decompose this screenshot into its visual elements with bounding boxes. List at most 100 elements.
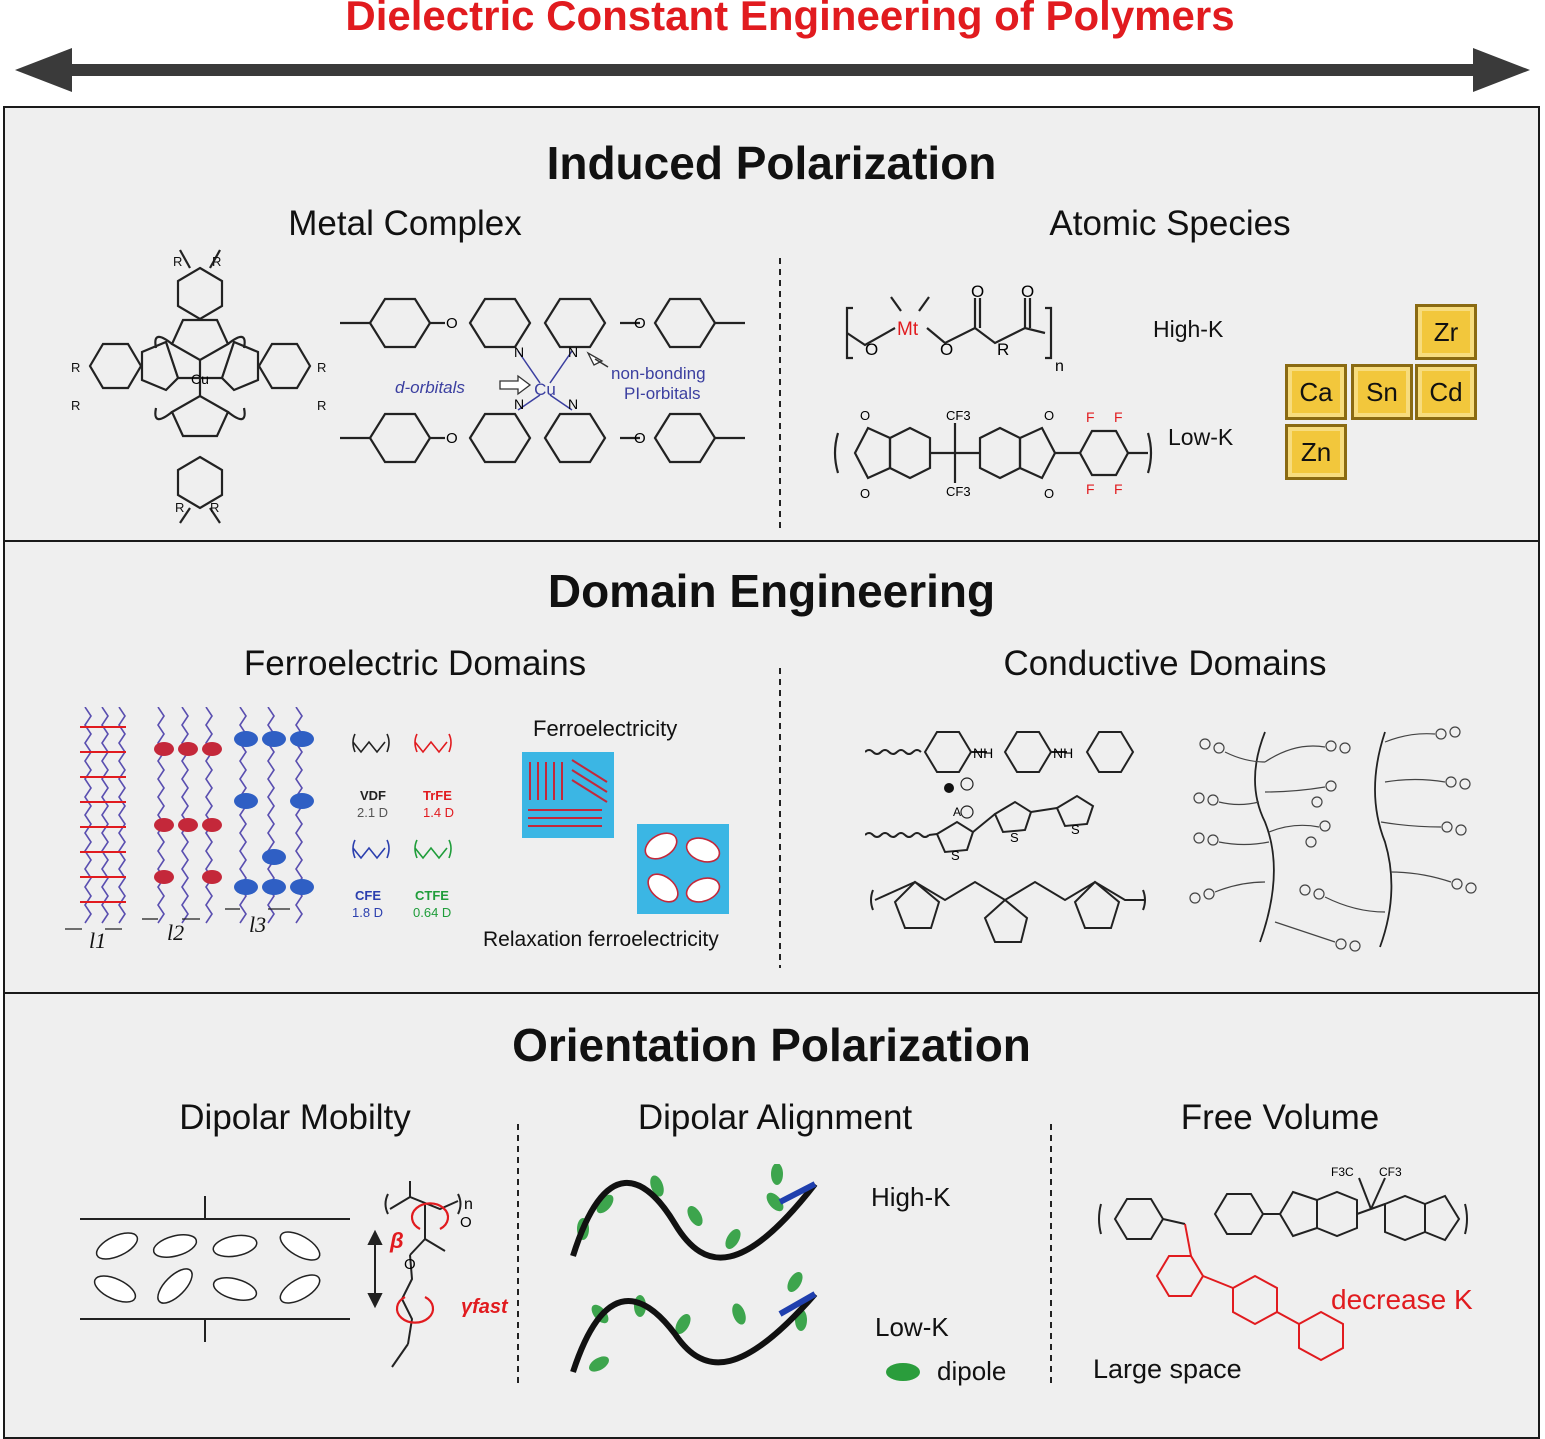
r-label: R (212, 254, 222, 269)
monomer-vdf-name: VDF (360, 788, 386, 803)
high-k-label: High-K (1153, 316, 1224, 342)
nh-label: NH (1053, 745, 1073, 761)
d-orbitals-label: d-orbitals (395, 378, 465, 397)
o-label: O (940, 340, 953, 359)
conductive-polymer-structures: NH NH A S S S (865, 731, 1146, 943)
cu-bipyridine-complex-structure: Cu N N N N O O O O (340, 297, 745, 464)
subtitle-ferroelectric-domains: Ferroelectric Domains (243, 644, 587, 683)
r-label: R (173, 254, 183, 269)
n-label: N (514, 396, 524, 412)
o-label: O (460, 1214, 472, 1231)
relaxor-domain-square (637, 824, 729, 914)
subscript-n: n (1055, 358, 1064, 373)
s-label: S (1010, 830, 1019, 845)
gamma-fast-label: γfast (461, 1296, 508, 1318)
capacitor-dipole-diagram (80, 1196, 383, 1342)
anion-label: A (953, 805, 961, 819)
element-tile-zn: Zn (1285, 424, 1347, 480)
nonbonding-label: non-bonding (611, 364, 706, 383)
monomer-cfe-dipole: 1.8 D (352, 905, 384, 920)
monomer-trfe-name: TrFE (423, 788, 452, 803)
subtitle-conductive-domains: Conductive Domains (1003, 644, 1327, 683)
double-arrow-icon (15, 48, 1530, 92)
f-label: F (1114, 409, 1123, 425)
ferroelectricity-label: Ferroelectricity (533, 716, 678, 741)
high-k-polymer-structure: O Mt O O O R n (845, 283, 1064, 373)
low-k-label: Low-K (1168, 424, 1234, 450)
monomer-cfe-name: CFE (355, 888, 381, 903)
r-label: R (175, 500, 185, 515)
o-label: O (404, 1256, 416, 1273)
s-label: S (951, 848, 960, 863)
divider (779, 258, 781, 528)
o-label: O (860, 486, 870, 501)
n-label: N (568, 396, 578, 412)
beta-label: β (390, 1228, 404, 1253)
r-label: R (997, 340, 1009, 359)
cf3-label: CF3 (946, 408, 971, 423)
monomer-trfe-dipole: 1.4 D (423, 805, 455, 820)
r-label: R (317, 360, 327, 375)
o-label: O (634, 315, 646, 332)
monomer-structures (352, 733, 452, 860)
l2-label: l2 (167, 920, 185, 945)
r-label: R (210, 500, 220, 515)
subtitle-free-volume: Free Volume (1180, 1098, 1380, 1137)
cu-center-label: Cu (534, 380, 556, 399)
n-label: N (514, 344, 524, 360)
subtitle-dipolar-alignment: Dipolar Alignment (637, 1098, 913, 1137)
free-volume-polyimide-structure: F3C CF3 (1098, 1165, 1468, 1362)
l3-label: l3 (249, 912, 267, 937)
brush-polymer-network-diagram (1189, 726, 1477, 952)
ferroelectric-chains-diagram (65, 707, 314, 930)
panel-title-orientation: Orientation Polarization (512, 1019, 1031, 1071)
arrow-right-icon (499, 374, 532, 396)
element-tile-zr: Zr (1415, 304, 1477, 360)
n-label: N (568, 344, 578, 360)
cu-atom-label: Cu (191, 371, 209, 387)
nh-label: NH (973, 745, 993, 761)
subtitle-metal-complex: Metal Complex (288, 204, 522, 243)
element-tile-ca: Ca (1285, 364, 1347, 420)
o-label: O (971, 283, 984, 301)
o-label: O (860, 408, 870, 423)
o-label: O (634, 430, 646, 447)
mt-label: Mt (897, 319, 919, 340)
panel-title-induced: Induced Polarization (546, 137, 997, 189)
dipole-legend-label: dipole (937, 1356, 1007, 1386)
low-k-polyimide-structure: CF3 CF3 F F F F O O O O (833, 408, 1153, 501)
divider (1050, 1124, 1052, 1384)
o-label: O (865, 340, 878, 359)
subtitle-dipolar-mobility: Dipolar Mobilty (179, 1098, 411, 1137)
dipole-legend-icon (886, 1363, 920, 1381)
element-tile-sn: Sn (1351, 364, 1413, 420)
ferroelectric-domain-square (522, 752, 614, 838)
dipolar-alignment-chains (570, 1164, 818, 1373)
l1-label: l1 (89, 928, 107, 953)
f3c-label: F3C (1331, 1165, 1354, 1179)
o-label: O (1021, 283, 1034, 301)
monomer-ctfe-dipole: 0.64 D (413, 905, 452, 920)
side-chain-structure: O O n (384, 1181, 473, 1368)
high-k-label: High-K (871, 1182, 951, 1212)
element-tile-cd: Cd (1415, 364, 1477, 420)
monomer-vdf-dipole: 2.1 D (357, 805, 389, 820)
subscript-n: n (464, 1196, 473, 1213)
low-k-label: Low-K (875, 1312, 949, 1342)
f-label: F (1086, 481, 1095, 497)
o-label: O (1044, 408, 1054, 423)
panel-orientation-polarization: Orientation Polarization Dipolar Mobilty… (3, 992, 1540, 1439)
panel-title-domain: Domain Engineering (547, 565, 996, 617)
o-label: O (446, 315, 458, 332)
f-label: F (1114, 481, 1123, 497)
s-label: S (1071, 822, 1080, 837)
r-label: R (71, 398, 81, 413)
decrease-k-label: decrease K (1331, 1284, 1473, 1315)
subtitle-atomic-species: Atomic Species (1049, 204, 1291, 243)
f-label: F (1086, 409, 1095, 425)
cu-phthalocyanine-structure: Cu (88, 249, 312, 524)
r-label: R (317, 398, 327, 413)
r-label: R (71, 360, 81, 375)
divider (779, 668, 781, 968)
o-label: O (446, 430, 458, 447)
